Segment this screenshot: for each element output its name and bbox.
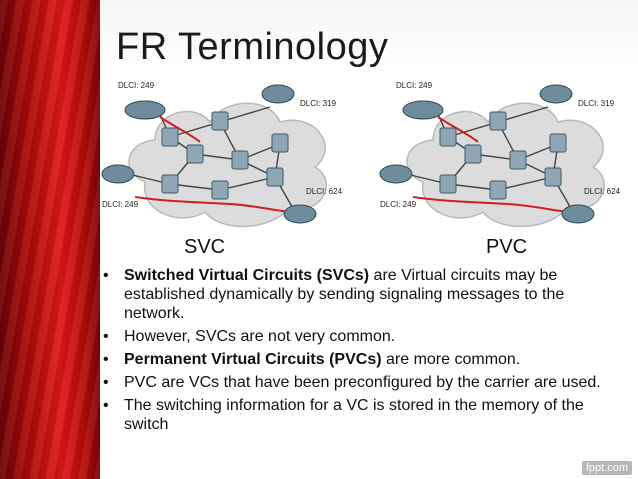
bullet-text: are Virtual circuits may be established … [124,267,565,322]
bullet-text: PVC are VCs that have been preconfigured… [124,374,601,391]
dlci-label: DLCI: 249 [380,200,417,209]
dlci-label: DLCI: 319 [578,99,615,108]
dlci-label: DLCI: 249 [102,200,139,209]
bullet-item: The switching information for a VC is st… [100,396,620,434]
slide-title: FR Terminology [116,26,389,68]
bullet-item: Permanent Virtual Circuits (PVCs) are mo… [100,350,620,369]
bullet-item: PVC are VCs that have been preconfigured… [100,373,620,392]
bullet-list: Switched Virtual Circuits (SVCs) are Vir… [100,266,620,438]
dlci-label: DLCI: 249 [118,81,155,90]
slide-content: FR Terminology [100,0,638,479]
title-area [100,0,638,70]
bullet-item: Switched Virtual Circuits (SVCs) are Vir… [100,266,620,323]
red-background-band [0,0,100,479]
bullet-text: However, SVCs are not very common. [124,328,396,345]
bullet-text: are more common. [381,351,521,368]
bullet-item: However, SVCs are not very common. [100,327,620,346]
pvc-diagram: DLCI: 249 DLCI: 319 DLCI: 624 DLCI: 249 [379,81,621,228]
svc-diagram: DLCI: 249 DLCI: 319 DLCI: 624 DLCI: 249 [101,81,343,228]
pvc-label: PVC [486,236,528,258]
bullet-bold: Permanent Virtual Circuits (PVCs) [124,351,382,368]
dlci-label: DLCI: 249 [396,81,433,90]
dlci-label: DLCI: 624 [306,187,343,196]
bullet-bold: Switched Virtual Circuits (SVCs) [124,267,370,284]
dlci-label: DLCI: 319 [300,99,337,108]
bullet-text: The switching information for a VC is st… [124,397,584,433]
footer-watermark: fppt.com [581,461,632,475]
dlci-label: DLCI: 624 [584,187,621,196]
svc-label: SVC [184,236,226,258]
